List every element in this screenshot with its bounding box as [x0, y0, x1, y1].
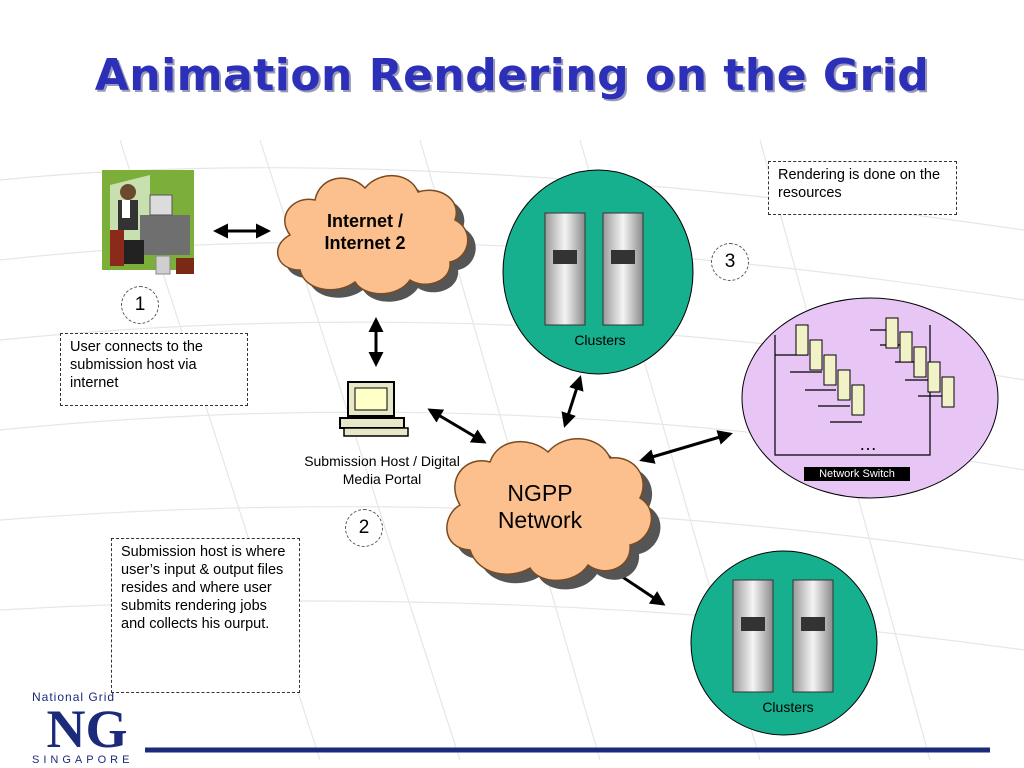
- workstation-ellipsis: …: [859, 434, 877, 454]
- logo-bottom-text: SINGAPORE: [32, 754, 134, 766]
- slide-title: Animation Rendering on the Grid: [94, 50, 930, 101]
- national-grid-logo: National Grid NG SINGAPORE: [32, 690, 142, 766]
- rendering-note: Rendering is done on the resources: [768, 161, 957, 215]
- server-rack-icon: [732, 579, 834, 693]
- logo-main-text: NG: [46, 699, 128, 759]
- submission-host-label: Submission Host / Digital Media Portal: [304, 453, 460, 487]
- logo-top-text: National Grid: [32, 690, 116, 704]
- server-rack-icon: [544, 212, 644, 326]
- step-3-badge: 3: [711, 243, 749, 281]
- workstation-icons: [795, 317, 955, 416]
- network-switch-label: Network Switch: [804, 467, 910, 481]
- submission-host-computer-icon: [339, 381, 409, 437]
- user-note: User connects to the submission host via…: [60, 333, 248, 406]
- internet-cloud-label: Internet / Internet 2: [324, 211, 406, 253]
- clusters-top-label: Clusters: [574, 332, 626, 348]
- step-1-badge: 1: [121, 286, 159, 324]
- ngpp-cloud-shape: [446, 438, 661, 590]
- ngpp-cloud-label: NGPP Network: [497, 480, 583, 533]
- submission-note: Submission host is where user’s input & …: [111, 538, 300, 693]
- step-2-badge: 2: [345, 509, 383, 547]
- connection-arrows: [213, 223, 733, 606]
- user-at-desk-icon: [102, 170, 194, 275]
- clusters-bottom-label: Clusters: [762, 699, 814, 715]
- internet-cloud-shape: [276, 174, 476, 302]
